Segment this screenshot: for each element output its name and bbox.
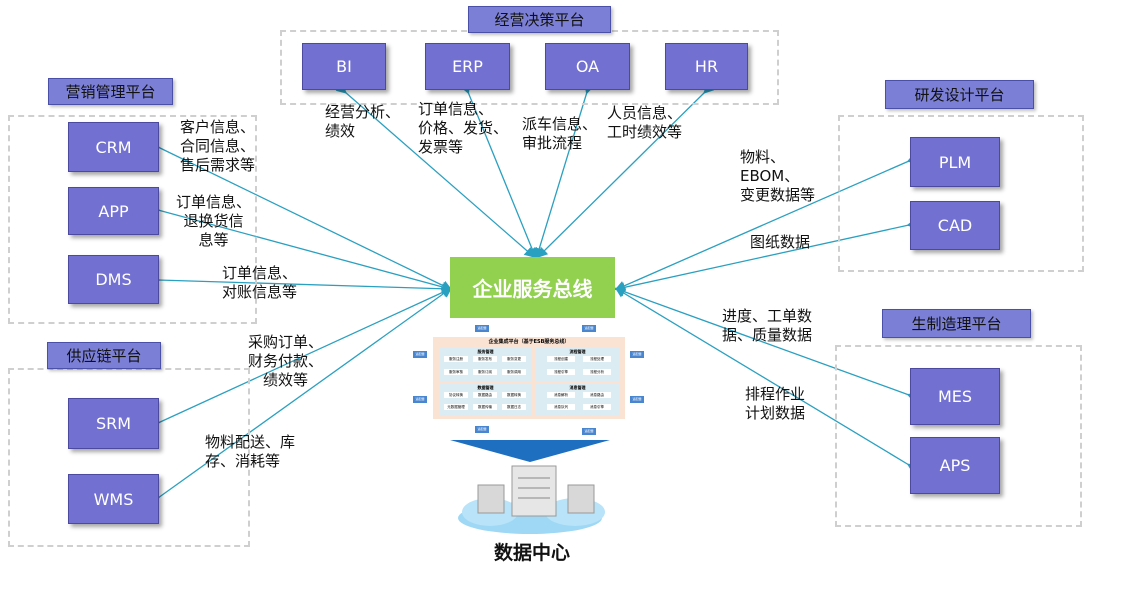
- adapter: 适配器: [413, 396, 427, 403]
- system-aps[interactable]: APS: [910, 437, 1000, 494]
- supply-group: [8, 368, 250, 547]
- rnd-platform-title: 研发设计平台: [885, 80, 1034, 109]
- system-wms[interactable]: WMS: [68, 474, 159, 524]
- panel-item: 数据路由: [473, 392, 497, 398]
- downward-arrow: [450, 440, 610, 462]
- panel-item: 服务发布: [473, 356, 497, 362]
- panel-item: 协议转换: [444, 392, 468, 398]
- panel-item: 元数据管理: [444, 404, 468, 410]
- panel-item: 流程分析: [583, 369, 611, 375]
- system-app[interactable]: APP: [68, 187, 159, 235]
- panel-service: 服务管理 服务注册 服务发布 服务变更 服务审核 服务订阅 服务调用: [439, 348, 532, 382]
- platform-title: 企业集成平台（基于ESB服务总线）: [488, 339, 570, 345]
- panel-message: 消息管理 消息解析 消息路由 消息队列 消息引擎: [535, 384, 620, 416]
- supply-platform-title: 供应链平台: [47, 342, 161, 369]
- flow-label-erp: 订单信息、 价格、发货、 发票等: [418, 100, 509, 156]
- flow-label-aps: 排程作业 计划数据: [745, 385, 806, 422]
- flow-label-oa: 派车信息、 审批流程: [522, 115, 598, 152]
- system-plm[interactable]: PLM: [910, 137, 1000, 187]
- panel-title: 消息管理: [569, 385, 586, 390]
- panel-item: 数据传输: [473, 404, 497, 410]
- system-crm[interactable]: CRM: [68, 122, 159, 172]
- panel-item: 服务调用: [502, 369, 526, 375]
- marketing-platform-title: 营销管理平台: [48, 78, 173, 105]
- panel-item: 消息队列: [547, 404, 575, 410]
- flow-label-dms: 订单信息、 对账信息等: [222, 264, 298, 301]
- system-dms[interactable]: DMS: [68, 255, 159, 304]
- panel-item: 服务审核: [444, 369, 468, 375]
- adapter: 适配器: [475, 426, 489, 433]
- flow-label-cad: 图纸数据: [750, 233, 811, 251]
- panel-title: 服务管理: [477, 349, 494, 354]
- flow-label-mes: 进度、工单数 据、质量数据: [722, 307, 813, 344]
- panel-item: 流程引擎: [547, 369, 575, 375]
- system-cad[interactable]: CAD: [910, 201, 1000, 250]
- decision-platform-title: 经营决策平台: [468, 6, 611, 33]
- adapter: 适配器: [582, 428, 596, 435]
- adapter: 适配器: [630, 396, 644, 403]
- flow-label-srm: 采购订单、 财务付款、 绩效等: [248, 333, 324, 389]
- line-erp: [460, 82, 537, 259]
- panel-title: 数据管理: [477, 385, 494, 390]
- line-wms: [148, 287, 453, 507]
- panel-item: 服务订阅: [473, 369, 497, 375]
- panel-item: 服务变更: [502, 356, 526, 362]
- panel-process: 流程管理 流程创建 流程处理 流程引擎 流程分析: [535, 348, 620, 382]
- production-platform-title: 生制造理平台: [882, 309, 1031, 338]
- panel-item: 流程处理: [583, 356, 611, 362]
- panel-item: 服务注册: [444, 356, 468, 362]
- panel-data: 数据管理 协议转换 数据路由 数据转换 元数据管理 数据传输 数据日志: [439, 384, 532, 416]
- panel-item: 消息路由: [583, 392, 611, 398]
- flow-label-hr: 人员信息、 工时绩效等: [607, 104, 683, 141]
- panel-item: 消息引擎: [583, 404, 611, 410]
- system-erp[interactable]: ERP: [425, 43, 510, 90]
- flow-label-wms: 物料配送、库 存、消耗等: [205, 433, 296, 470]
- flow-label-plm: 物料、 EBOM、 变更数据等: [740, 148, 816, 204]
- production-group: [835, 345, 1082, 527]
- datacenter-cloud-icon: [458, 465, 605, 534]
- flow-label-bi: 经营分析、 绩效: [325, 103, 401, 140]
- flow-label-app: 订单信息、 退换货信 息等: [176, 193, 252, 249]
- panel-item: 数据转换: [502, 392, 526, 398]
- adapter: 适配器: [475, 325, 489, 332]
- marketing-group: [8, 115, 257, 324]
- adapter: 适配器: [582, 325, 596, 332]
- system-oa[interactable]: OA: [545, 43, 630, 90]
- flow-label-crm: 客户信息、 合同信息、 售后需求等: [180, 118, 256, 174]
- system-srm[interactable]: SRM: [68, 398, 159, 449]
- adapter: 适配器: [413, 351, 427, 358]
- adapter: 适配器: [630, 351, 644, 358]
- panel-item: 流程创建: [547, 356, 575, 362]
- system-hr[interactable]: HR: [665, 43, 748, 90]
- datacenter-label: 数据中心: [494, 542, 571, 564]
- panel-title: 流程管理: [569, 349, 586, 354]
- line-aps: [614, 287, 919, 474]
- rnd-group: [838, 115, 1084, 272]
- line-cad: [614, 218, 918, 293]
- panel-item: 数据日志: [502, 404, 526, 410]
- integration-platform: 企业集成平台（基于ESB服务总线） 服务管理 服务注册 服务发布 服务变更 服务…: [433, 337, 625, 419]
- system-mes[interactable]: MES: [910, 368, 1000, 425]
- system-bi[interactable]: BI: [302, 43, 386, 90]
- enterprise-service-bus[interactable]: 企业服务总线: [450, 257, 615, 318]
- panel-item: 消息解析: [547, 392, 575, 398]
